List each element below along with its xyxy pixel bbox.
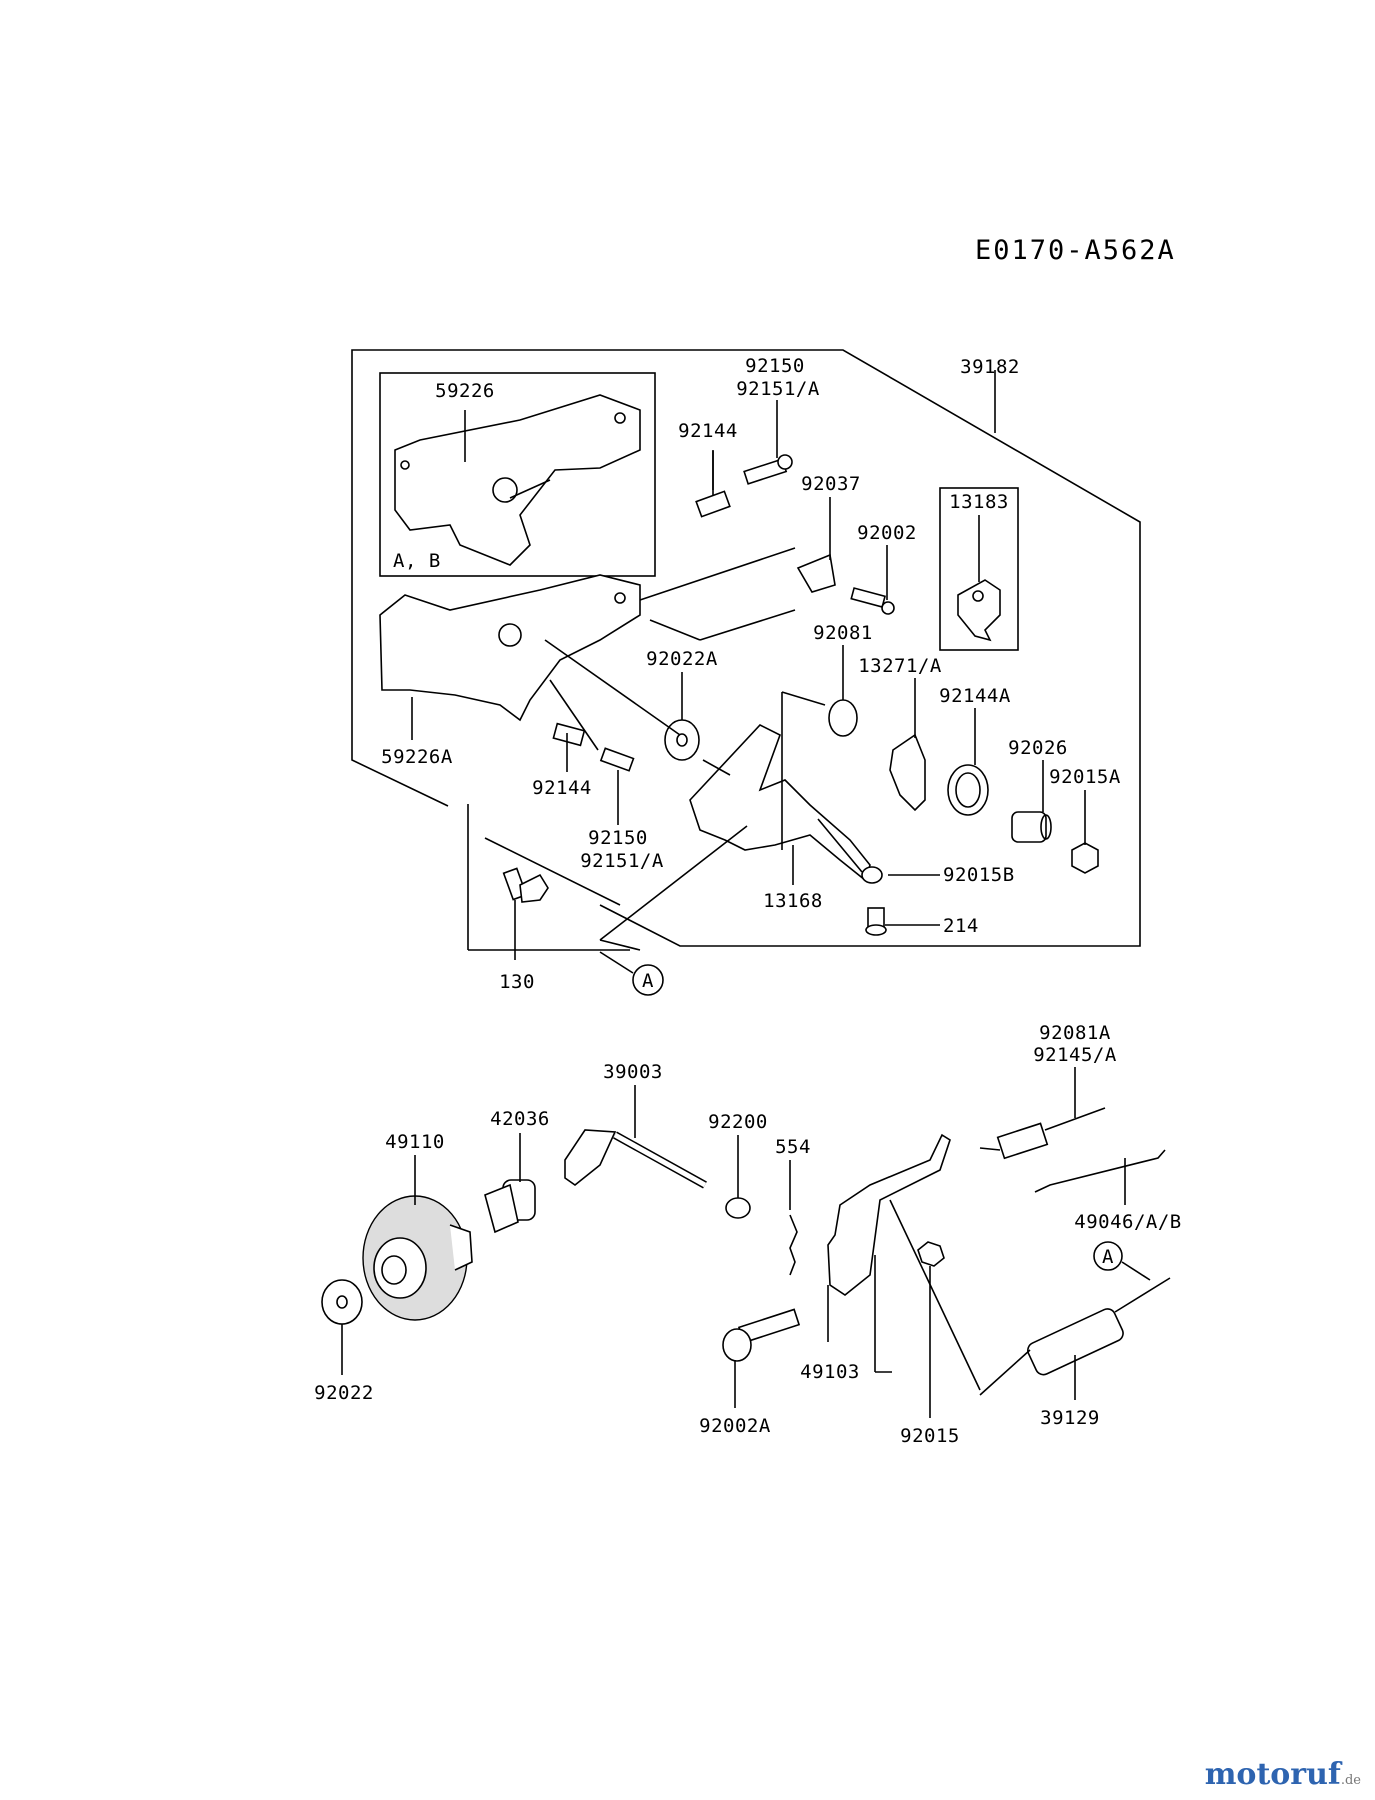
- screw-214: [865, 907, 887, 936]
- label-13183: 13183: [949, 491, 1009, 513]
- callout-circle-a-lower: A: [1093, 1241, 1123, 1271]
- label-92151-lower: 92151/A: [580, 850, 664, 872]
- label-92144-upper: 92144: [678, 420, 738, 442]
- assembly-connecting-lines: [544, 547, 826, 951]
- label-92037: 92037: [801, 473, 861, 495]
- bolt-130: [502, 867, 549, 903]
- label-13168: 13168: [763, 890, 823, 912]
- label-92151-upper: 92151/A: [736, 378, 820, 400]
- part-labels: 59226 A, B 92144 92150 92151/A 39182 920…: [314, 355, 1181, 1447]
- spring-39129: [979, 1277, 1171, 1396]
- label-59226A: 59226A: [381, 746, 453, 768]
- spring-92144A: [947, 764, 989, 816]
- label-42036: 42036: [490, 1108, 550, 1130]
- label-92081: 92081: [813, 622, 873, 644]
- nut-92015A: [1071, 842, 1099, 874]
- label-49046: 49046/A/B: [1074, 1211, 1181, 1233]
- label-39182: 39182: [960, 356, 1020, 378]
- label-92015A: 92015A: [1049, 766, 1121, 788]
- assembly-outline: [351, 349, 1141, 947]
- label-92144A: 92144A: [939, 685, 1011, 707]
- label-49103: 49103: [800, 1361, 860, 1383]
- washer-92022: [321, 1279, 363, 1325]
- watermark-tld: .de: [1340, 1773, 1361, 1788]
- label-39129: 39129: [1040, 1407, 1100, 1429]
- callout-a-label: A: [642, 970, 654, 992]
- leader-lines-upper: [411, 400, 1086, 960]
- bolt-92002A: [722, 1308, 801, 1362]
- washer-92200: [725, 1197, 751, 1219]
- label-92144-lower: 92144: [532, 777, 592, 799]
- label-92022: 92022: [314, 1382, 374, 1404]
- nut-92015: [917, 1241, 945, 1267]
- watermark-logo: motoruf.de: [1205, 1757, 1361, 1792]
- inset-box-59226: [379, 372, 656, 577]
- leader-lines-lower: [341, 1067, 1126, 1418]
- bolt-92150-lower: [599, 747, 635, 772]
- gear-49110: [362, 1195, 473, 1321]
- bolt-92002: [850, 587, 895, 615]
- plate-13183: [957, 579, 1001, 642]
- spring-92081A: [979, 1107, 1106, 1160]
- bracket-59226: [394, 394, 641, 566]
- label-39003: 39003: [603, 1061, 663, 1083]
- watermark-brand: motoruf: [1204, 1757, 1341, 1792]
- label-59226: 59226: [435, 380, 495, 402]
- callout-circle-a-upper: A: [632, 964, 664, 996]
- diagram-code: E0170-A562A: [975, 235, 1176, 266]
- callout-a-label: A: [1102, 1246, 1114, 1268]
- label-49110: 49110: [385, 1131, 445, 1153]
- cotter-554: [789, 1214, 798, 1276]
- label-13271: 13271/A: [858, 655, 942, 677]
- label-92081A: 92081A: [1039, 1022, 1111, 1044]
- label-92026: 92026: [1008, 737, 1068, 759]
- collar-92026: [1011, 811, 1052, 843]
- washer-92022A: [664, 719, 700, 761]
- lever-49103: [827, 1133, 951, 1296]
- label-92200: 92200: [708, 1111, 768, 1133]
- bolt-92150-upper: [743, 454, 793, 485]
- leader-circle-a-upper: [599, 951, 634, 974]
- inset-box-13183: [939, 487, 1019, 651]
- rod-49046: [1034, 1149, 1166, 1193]
- label-92145: 92145/A: [1033, 1044, 1117, 1066]
- label-a-b: A, B: [393, 550, 441, 572]
- outline-segment: [484, 837, 621, 906]
- lever-13168: [689, 724, 871, 882]
- label-130: 130: [499, 971, 535, 993]
- label-92022A: 92022A: [646, 648, 718, 670]
- pin-92015B: [861, 866, 883, 884]
- label-214: 214: [943, 915, 979, 937]
- label-92002A: 92002A: [699, 1415, 771, 1437]
- label-554: 554: [775, 1136, 811, 1158]
- spring-92144-lower: [552, 722, 586, 747]
- bracket-59226A: [379, 574, 641, 722]
- label-92015: 92015: [900, 1425, 960, 1447]
- label-92002: 92002: [857, 522, 917, 544]
- shaft-42036: [484, 1179, 536, 1234]
- plate-13271: [889, 733, 926, 812]
- washer-92081: [828, 699, 858, 737]
- lever-shaft-39003: [564, 1129, 707, 1189]
- clip-92037: [796, 553, 836, 593]
- label-92150-lower: 92150: [588, 827, 648, 849]
- leader-circle-a-lower: [1121, 1261, 1151, 1281]
- label-92150-upper: 92150: [745, 355, 805, 377]
- label-92015B: 92015B: [943, 864, 1015, 886]
